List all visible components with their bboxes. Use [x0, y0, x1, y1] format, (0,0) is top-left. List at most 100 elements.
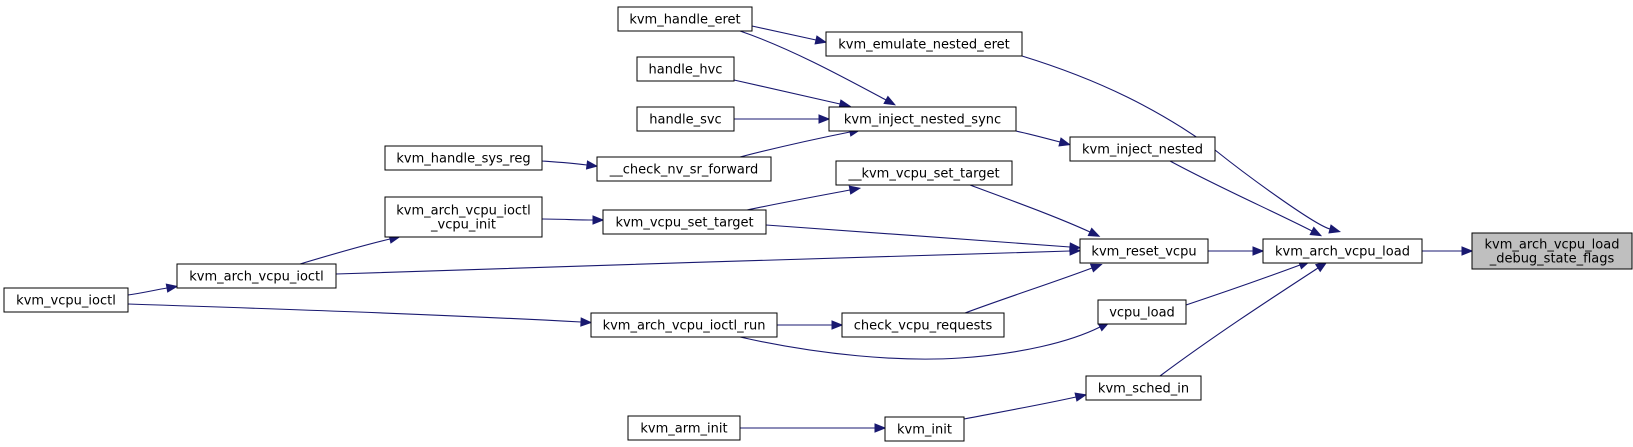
arrowhead-icon: [848, 185, 862, 195]
node-handle-hvc[interactable]: handle_hvc: [636, 56, 735, 82]
node-box: [636, 56, 735, 82]
node-box: [841, 312, 1005, 338]
node-box: [176, 263, 337, 289]
node-box: [1262, 238, 1423, 264]
node-label: kvm_handle_eret: [629, 13, 740, 28]
arrowhead-icon: [1314, 261, 1328, 273]
node-box: [1069, 136, 1216, 162]
node-label: kvm_emulate_nested_eret: [838, 38, 1009, 53]
arrowhead-icon: [814, 35, 828, 45]
node-kvm-arm-init[interactable]: kvm_arm_init: [627, 415, 741, 441]
node-label: _debug_state_flags: [1489, 252, 1615, 267]
node-label: kvm_arch_vcpu_load: [1485, 238, 1620, 253]
node-box: [1097, 299, 1187, 325]
node-label: kvm_arm_init: [640, 422, 727, 437]
edge-kvm_arch_vcpu_ioctl-to-kvm_arch_vcpu_ioctl_vcpu_init: [299, 234, 402, 265]
edge-check_vcpu_requests-to-kvm_reset_vcpu: [964, 263, 1103, 314]
node-label: kvm_arch_vcpu_ioctl_run: [603, 319, 766, 334]
arrowhead-icon: [1461, 246, 1474, 256]
arrowhead-icon: [1089, 263, 1103, 273]
arrowhead-icon: [580, 317, 593, 327]
node-kvm-arch-vcpu-load[interactable]: kvm_arch_vcpu_load: [1262, 238, 1423, 264]
edge-line: [963, 396, 1077, 420]
arrowhead-icon: [1058, 137, 1071, 147]
edge-kvm_arm_init-to-kvm_init: [740, 423, 887, 433]
node-kvm-sched-in[interactable]: kvm_sched_in: [1085, 375, 1202, 401]
arrowhead-icon: [818, 114, 831, 124]
node-label: _vcpu_init: [430, 218, 496, 233]
node-label: kvm_inject_nested: [1082, 143, 1203, 158]
node-kvm-init[interactable]: kvm_init: [884, 416, 965, 442]
node-label: kvm_init: [897, 423, 952, 438]
node-kvm-arch-vcpu-ioctl[interactable]: kvm_arch_vcpu_ioctl: [176, 263, 337, 289]
node-label: kvm_reset_vcpu: [1091, 245, 1196, 260]
edge-line: [739, 30, 887, 101]
edge-kvm_inject_nested_sync-to-kvm_inject_nested: [1015, 130, 1071, 147]
node-box: [1471, 232, 1633, 270]
edge-kvm_vcpu_set_target-to-kvm_vcpu_set_target_internal: [746, 185, 862, 211]
edge-line: [969, 184, 1091, 233]
node-box: [1079, 238, 1209, 264]
arrowhead-icon: [1252, 246, 1265, 256]
node-box: [884, 416, 965, 442]
node-kvm-emulate-nested-eret[interactable]: kvm_emulate_nested_eret: [825, 31, 1023, 57]
node-vcpu-load[interactable]: vcpu_load: [1097, 299, 1187, 325]
edge-kvm_reset_vcpu-to-kvm_arch_vcpu_load: [1208, 246, 1265, 256]
node-kvm-reset-vcpu[interactable]: kvm_reset_vcpu: [1079, 238, 1209, 264]
edge-line: [1169, 160, 1313, 232]
edge-kvm_vcpu_set_target-to-kvm_reset_vcpu: [765, 224, 1082, 252]
edge-line: [746, 189, 851, 211]
node-box: [627, 415, 741, 441]
arrowhead-icon: [1087, 227, 1101, 237]
edge-line: [964, 267, 1093, 314]
edge-line: [739, 131, 851, 158]
node-label: handle_hvc: [649, 63, 723, 78]
edge-line: [127, 287, 168, 296]
edge-kvm_vcpu_ioctl-to-kvm_arch_vcpu_ioctl: [127, 283, 179, 296]
edge-line: [765, 224, 1071, 248]
node-box: [835, 160, 1013, 186]
node-check-vcpu-requests[interactable]: check_vcpu_requests: [841, 312, 1005, 338]
node-kvm-arch-vcpu-ioctl-run[interactable]: kvm_arch_vcpu_ioctl_run: [590, 312, 778, 338]
node-kvm-vcpu-set-target-internal[interactable]: __kvm_vcpu_set_target: [835, 160, 1013, 186]
node-kvm-inject-nested[interactable]: kvm_inject_nested: [1069, 136, 1216, 162]
node-label: __check_nv_sr_forward: [609, 163, 758, 178]
edge-line: [1159, 267, 1319, 377]
node-label: handle_svc: [649, 113, 721, 128]
arrowhead-icon: [1074, 392, 1088, 402]
arrowhead-icon: [883, 95, 896, 106]
node-handle-svc[interactable]: handle_svc: [636, 106, 735, 132]
node-kvm-vcpu-set-target[interactable]: kvm_vcpu_set_target: [602, 209, 767, 235]
edge-kvm_vcpu_ioctl-to-kvm_arch_vcpu_ioctl_run: [127, 303, 593, 327]
node-box: [3, 287, 129, 313]
edge-kvm_arch_vcpu_ioctl_vcpu_init-to-kvm_vcpu_set_target: [541, 215, 605, 225]
edge-kvm_arch_vcpu_ioctl-to-kvm_reset_vcpu: [335, 246, 1082, 275]
edge-line: [751, 25, 817, 41]
node-label: kvm_arch_vcpu_load: [1275, 245, 1410, 260]
node-kvm-handle-sys-reg[interactable]: kvm_handle_sys_reg: [384, 145, 543, 171]
node-root[interactable]: kvm_arch_vcpu_load_debug_state_flags: [1471, 232, 1633, 270]
node-label: kvm_vcpu_set_target: [615, 216, 753, 231]
edge-line: [733, 79, 841, 105]
edge-kvm_handle_sys_reg-to-check_nv_sr_forward: [541, 160, 599, 170]
edge-line: [299, 238, 391, 265]
node-label: kvm_arch_vcpu_ioctl: [396, 204, 531, 219]
node-kvm-arch-vcpu-ioctl-vcpu-init[interactable]: kvm_arch_vcpu_ioctl_vcpu_init: [384, 196, 543, 238]
arrowhead-icon: [1328, 224, 1341, 234]
edge-handle_svc-to-kvm_inject_nested_sync: [734, 114, 831, 124]
node-box: [384, 145, 543, 171]
edge-kvm_sched_in-to-kvm_arch_vcpu_load: [1159, 261, 1328, 377]
node-box: [617, 6, 753, 32]
node-kvm-inject-nested-sync[interactable]: kvm_inject_nested_sync: [828, 106, 1017, 132]
node-box: [384, 196, 543, 238]
node-check-nv-sr-forward[interactable]: __check_nv_sr_forward: [596, 156, 772, 182]
arrowhead-icon: [874, 423, 887, 433]
arrowhead-icon: [1069, 246, 1082, 256]
edge-kvm_arch_vcpu_ioctl_run-to-vcpu_load: [739, 321, 1111, 360]
node-kvm-vcpu-ioctl[interactable]: kvm_vcpu_ioctl: [3, 287, 129, 313]
edge-kvm_init-to-kvm_sched_in: [963, 392, 1088, 420]
node-label: vcpu_load: [1109, 306, 1175, 321]
node-box: [1085, 375, 1202, 401]
node-kvm-handle-eret[interactable]: kvm_handle_eret: [617, 6, 753, 32]
edge-kvm_inject_nested-to-kvm_arch_vcpu_load: [1169, 160, 1323, 237]
